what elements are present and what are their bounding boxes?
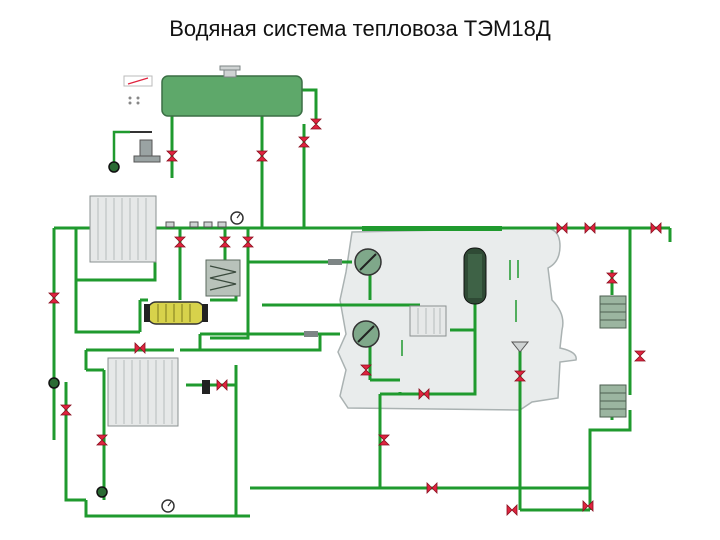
valve-icon — [556, 222, 568, 234]
charge-air-cooler — [409, 305, 447, 337]
valve-icon — [606, 272, 618, 284]
valve-icon — [634, 350, 646, 362]
page-title: Водяная система тепловоза ТЭМ18Д — [169, 16, 551, 41]
thermometer-icon — [165, 221, 227, 228]
filter-icon — [510, 341, 530, 353]
valve-icon — [166, 150, 178, 162]
valve-icon — [60, 404, 72, 416]
level-indicator — [123, 75, 153, 105]
section-cooler-upper — [599, 295, 627, 329]
drain-plug-icon — [48, 161, 120, 498]
valve-icon — [582, 500, 594, 512]
diesel-engine-body — [337, 227, 577, 411]
gauge-icon — [161, 499, 175, 513]
valve-icon — [298, 136, 310, 148]
oil-cooler — [144, 301, 208, 325]
valve-icon — [216, 379, 228, 391]
engine-internal-lines — [401, 260, 519, 356]
radiator-section-lower — [107, 357, 179, 427]
valve-icon — [514, 370, 526, 382]
gauge-icon — [230, 211, 244, 225]
radiator-section-upper — [89, 195, 157, 263]
valve-icon — [219, 236, 231, 248]
valve-icon — [242, 236, 254, 248]
water-pump-upper — [328, 248, 382, 276]
heat-exchanger — [205, 259, 241, 297]
valve-icon — [426, 482, 438, 494]
valve-icon — [96, 434, 108, 446]
section-cooler-lower — [599, 384, 627, 418]
engine-water-collector — [362, 226, 502, 231]
valve-icon — [418, 388, 430, 400]
valve-icon — [174, 236, 186, 248]
filler-pump — [112, 130, 161, 164]
water-filter — [202, 380, 210, 394]
valve-icon — [650, 222, 662, 234]
valve-icon — [360, 364, 372, 376]
valve-icon — [256, 150, 268, 162]
valve-icon — [506, 504, 518, 516]
expansion-tank — [161, 65, 303, 117]
valves — [48, 118, 662, 516]
water-pump-lower — [304, 320, 380, 348]
valve-icon — [378, 434, 390, 446]
valve-icon — [310, 118, 322, 130]
turbocharger-cooler — [463, 247, 487, 305]
valve-icon — [134, 342, 146, 354]
valve-icon — [48, 292, 60, 304]
valve-icon — [584, 222, 596, 234]
